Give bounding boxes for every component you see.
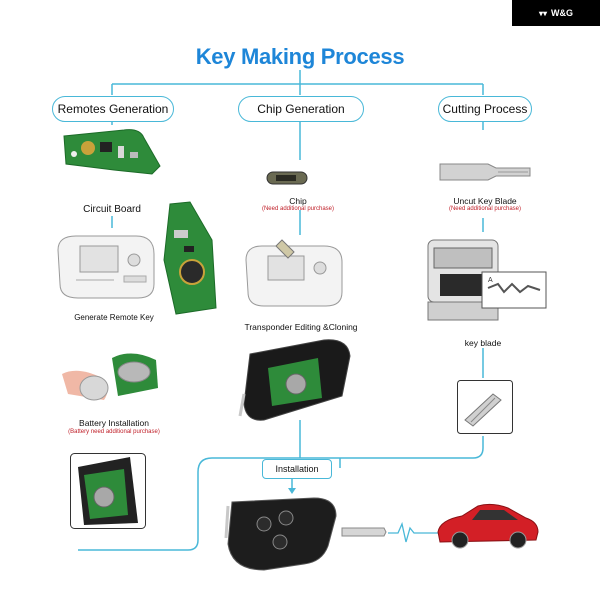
header-remotes-generation: Remotes Generation	[52, 96, 174, 122]
battery-installation-image	[62, 353, 158, 401]
header-cutting-process: Cutting Process	[438, 96, 532, 122]
remote-circuit-board-image	[163, 201, 217, 315]
installation-step: Installation	[262, 459, 332, 479]
svg-text:A: A	[488, 277, 493, 284]
label-chip: Chip	[289, 196, 307, 206]
label-transponder-editing: Transponder Editing &Cloning	[244, 322, 358, 332]
chip-image	[266, 171, 308, 185]
cut-key-blade-image	[457, 380, 513, 434]
label-uncut-key-blade: Uncut Key Blade	[453, 196, 517, 206]
label-battery-installation: Battery Installation	[79, 418, 149, 428]
brand-logo: ▾▾ W&G	[512, 0, 600, 26]
red-sports-car-image	[437, 503, 539, 549]
finished-flip-key-image	[224, 497, 337, 571]
transponder-programmer-image	[245, 239, 343, 307]
remote-battery-closeup-image	[70, 453, 146, 529]
flip-key-board-image	[238, 339, 351, 421]
brand-logo-text: W&G	[551, 8, 574, 18]
label-key-blade: key blade	[464, 338, 502, 348]
note-battery-purchase: (Battery need additional purchase)	[68, 429, 160, 435]
key-blade-to-car-image	[341, 527, 387, 537]
key-cutting-machine-image: A	[427, 239, 547, 321]
header-chip-generation: Chip Generation	[238, 96, 364, 122]
brand-mark-icon: ▾▾	[538, 8, 548, 18]
circuit-board-image	[63, 129, 161, 175]
label-circuit-board: Circuit Board	[83, 204, 141, 215]
page-title: Key Making Process	[195, 44, 405, 69]
label-generate-remote-key: Generate Remote Key	[74, 313, 154, 322]
note-chip-purchase: (Need additional purchase)	[261, 206, 335, 212]
note-uncut-blade-purchase: (Need additional purchase)	[448, 206, 522, 212]
uncut-key-blade-image	[439, 163, 531, 181]
key-programmer-device-image	[57, 235, 155, 299]
